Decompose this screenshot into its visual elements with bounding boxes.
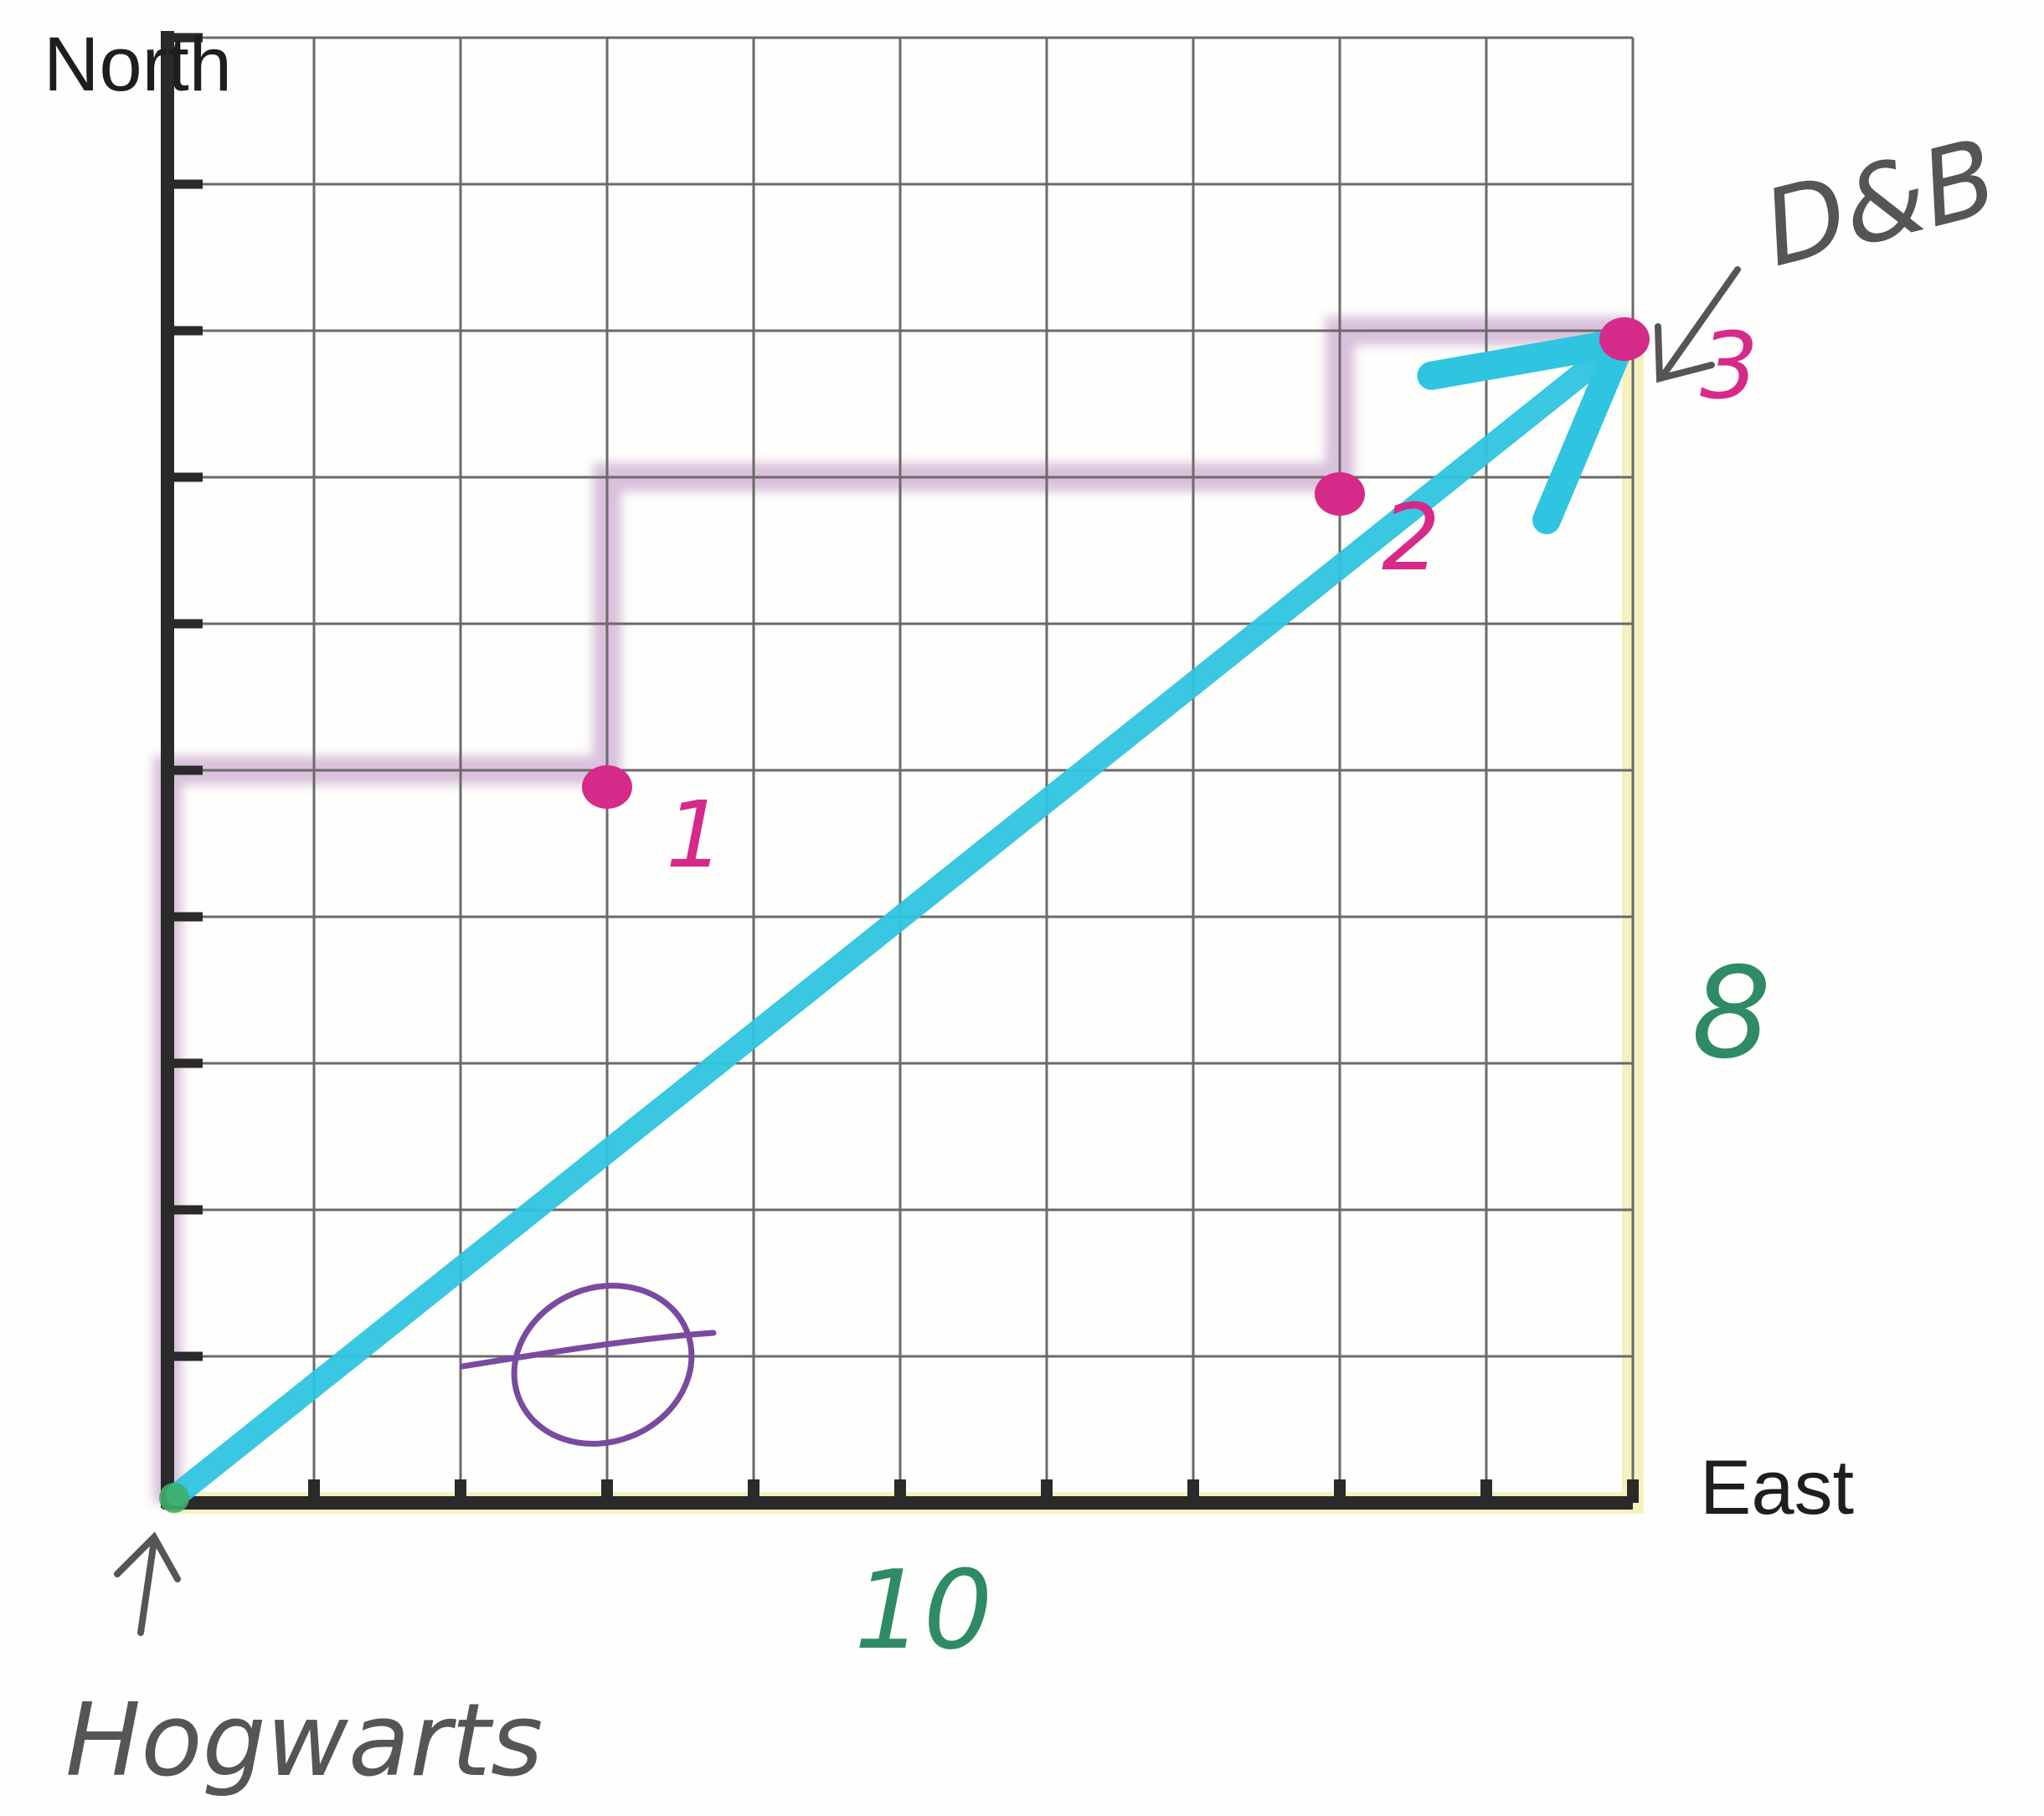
grid-lines bbox=[167, 36, 1635, 1503]
crossed-circle-doodle-icon bbox=[459, 1283, 717, 1447]
axes bbox=[161, 31, 1639, 1510]
direct-vector-arrow bbox=[159, 328, 1635, 1513]
east-length-label: 10 bbox=[854, 1546, 992, 1674]
north-length-label: 8 bbox=[1691, 941, 1771, 1087]
north-label: North bbox=[44, 22, 232, 107]
waypoint-dot bbox=[582, 765, 632, 809]
destination-label: D&B bbox=[1752, 116, 2008, 291]
hogwarts-label: Hogwarts bbox=[65, 1683, 543, 1799]
direct-vector-head bbox=[1417, 328, 1635, 390]
direct-vector-head bbox=[1532, 328, 1635, 535]
up-arrow-icon bbox=[114, 1531, 181, 1636]
waypoints: 123 bbox=[582, 312, 1758, 888]
east-label: East bbox=[1700, 1445, 1854, 1530]
waypoint-label: 2 bbox=[1382, 484, 1440, 591]
waypoint-dot bbox=[1599, 317, 1650, 361]
waypoint-dot bbox=[1315, 472, 1365, 516]
direct-vector-shaft bbox=[166, 331, 1633, 1506]
down-left-arrow-icon bbox=[1655, 266, 1741, 383]
origin-point bbox=[159, 1483, 189, 1513]
waypoint-label: 1 bbox=[666, 781, 724, 888]
